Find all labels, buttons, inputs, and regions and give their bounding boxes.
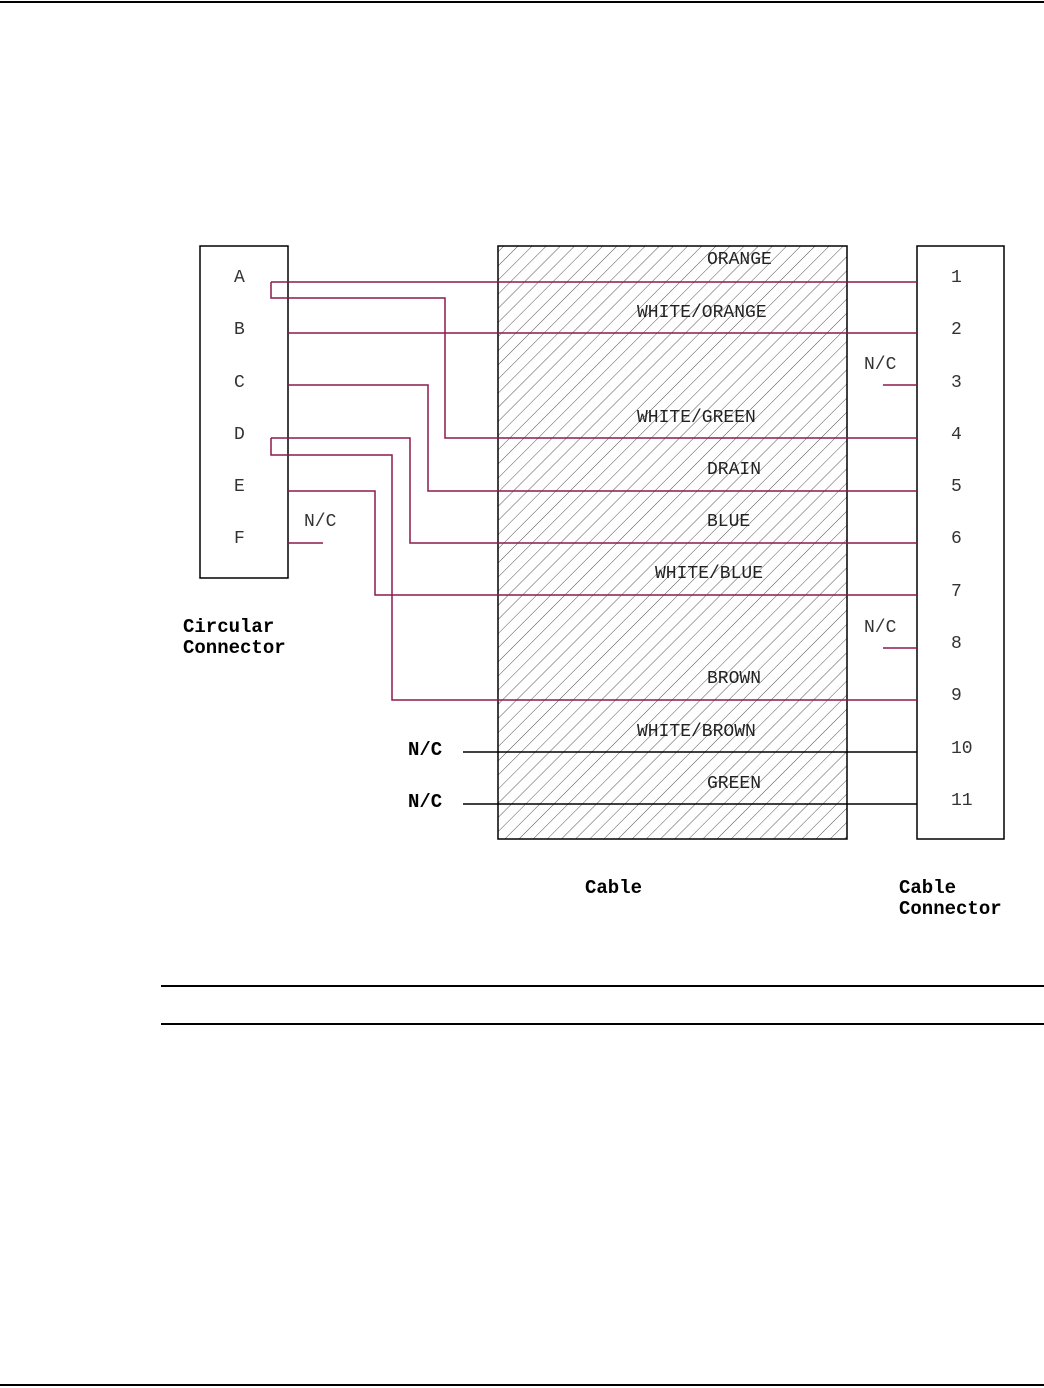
cable-connector-caption-line2: Connector — [899, 898, 1002, 920]
wire-label-brown: BROWN — [707, 669, 761, 689]
cable-pin-2: 2 — [951, 320, 962, 340]
cable-pin-5: 5 — [951, 477, 962, 497]
wire-label-drain: DRAIN — [707, 460, 761, 480]
wire-label-orange: ORANGE — [707, 250, 772, 270]
wire-label-white-blue: WHITE/BLUE — [655, 564, 763, 584]
circular-nc-label: N/C — [304, 512, 337, 532]
wire-label-green: GREEN — [707, 774, 761, 794]
circular-pin-c: C — [234, 373, 245, 393]
circular-connector-caption-line2: Connector — [183, 637, 286, 659]
section-rule-bottom — [161, 1023, 1044, 1025]
cable-connector-nc-label-3: N/C — [864, 355, 897, 375]
nc-label-wire-10: N/C — [408, 739, 442, 761]
wire-label-white-orange: WHITE/ORANGE — [637, 303, 767, 323]
cable-connector-caption-line1: Cable — [899, 877, 956, 899]
cable-connector-nc-label-8: N/C — [864, 618, 897, 638]
cable-pin-7: 7 — [951, 582, 962, 602]
cable-pin-11: 11 — [951, 791, 973, 811]
circular-pin-f: F — [234, 529, 245, 549]
bottom-rule — [0, 1384, 1044, 1386]
circular-pin-e: E — [234, 477, 245, 497]
cable-pin-1: 1 — [951, 268, 962, 288]
wire-label-white-brown: WHITE/BROWN — [637, 722, 756, 742]
circular-pin-d: D — [234, 425, 245, 445]
circular-pin-a: A — [234, 268, 245, 288]
cable-pin-8: 8 — [951, 634, 962, 654]
wire-label-white-green: WHITE/GREEN — [637, 408, 756, 428]
wire-label-blue: BLUE — [707, 512, 750, 532]
cable-pin-9: 9 — [951, 686, 962, 706]
cable-caption: Cable — [585, 877, 642, 899]
section-rule-top — [161, 985, 1044, 987]
wiring-diagram: A B C D E F N/C 1 2 3 4 5 6 7 8 9 10 11 … — [0, 0, 1044, 980]
circular-connector-caption-line1: Circular — [183, 616, 274, 638]
cable-pin-3: 3 — [951, 373, 962, 393]
cable-pin-10: 10 — [951, 739, 973, 759]
cable-pin-4: 4 — [951, 425, 962, 445]
nc-label-wire-11: N/C — [408, 791, 442, 813]
cable-pin-6: 6 — [951, 529, 962, 549]
circular-pin-b: B — [234, 320, 245, 340]
